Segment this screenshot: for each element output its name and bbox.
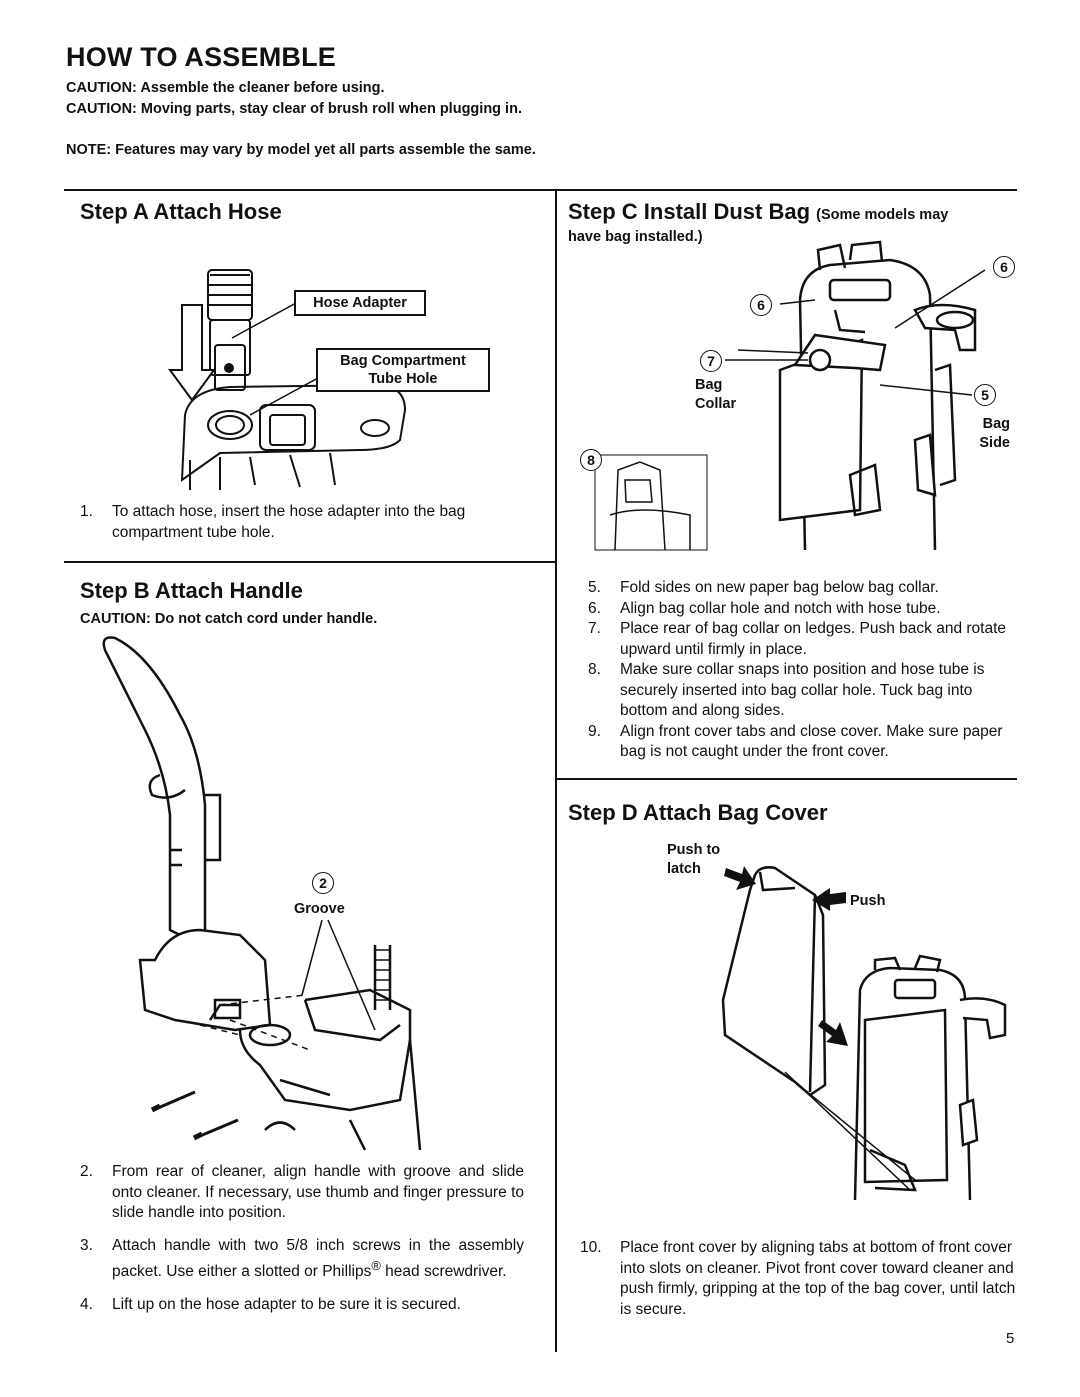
- step-c-d-divider: [556, 778, 1017, 780]
- callout-6: 6: [750, 294, 772, 316]
- instruction-item: 10. Place front cover by aligning tabs at…: [580, 1238, 1020, 1320]
- instruction-text: Place rear of bag collar on ledges. Push…: [620, 620, 1007, 658]
- instruction-item: 9. Align front cover tabs and close cover…: [588, 722, 1020, 763]
- handle-attach-illustration: [102, 636, 422, 1151]
- latch-text: latch: [667, 861, 701, 877]
- caution-assemble: CAUTION: Assemble the cleaner before usi…: [66, 80, 385, 96]
- groove-label: Groove: [294, 901, 345, 917]
- instruction-item: 8. Make sure collar snaps into position a…: [588, 660, 1020, 722]
- instruction-item: 2. From rear of cleaner, align handle wit…: [80, 1162, 524, 1224]
- registered-mark: ®: [371, 1258, 381, 1273]
- callout-6-top: 6: [993, 256, 1015, 278]
- header-divider: [64, 189, 1017, 191]
- pivot-arrow-icon: [818, 1020, 848, 1046]
- step-d-heading: Step D Attach Bag Cover: [568, 800, 828, 825]
- instruction-text-end: head screwdriver.: [380, 1263, 507, 1281]
- step-c-note-2: have bag installed.): [568, 229, 703, 245]
- instruction-number: 4.: [80, 1295, 93, 1313]
- instruction-item: 1. To attach hose, insert the hose adapte…: [80, 502, 530, 543]
- callout-2: 2: [312, 872, 334, 894]
- bag-compartment-tube-hole-label: Bag Compartment Tube Hole: [316, 348, 490, 392]
- instruction-number: 3.: [80, 1236, 93, 1254]
- hose-adapter-label: Hose Adapter: [294, 290, 426, 316]
- instruction-number: 1.: [80, 503, 93, 520]
- dust-bag-illustration: [594, 240, 977, 551]
- bag-collar-word-2: Collar: [695, 396, 737, 412]
- instruction-text: Place front cover by aligning tabs at bo…: [620, 1239, 1016, 1318]
- instruction-text: Align front cover tabs and close cover. …: [620, 722, 1003, 761]
- instruction-text: Make sure collar snaps into position and…: [620, 661, 985, 719]
- push-arrow-icon: [812, 888, 846, 911]
- push-to-latch-arrow-icon: [724, 866, 756, 890]
- instruction-text: From rear of cleaner, align handle with …: [112, 1163, 524, 1221]
- instruction-item: 5. Fold sides on new paper bag below bag …: [588, 578, 1020, 599]
- tube-hole-text: Tube Hole: [368, 371, 438, 387]
- instruction-item: 6. Align bag collar hole and notch with h…: [588, 599, 1020, 620]
- bag-compartment-text: Bag Compartment: [340, 353, 466, 369]
- instruction-number: 5.: [588, 579, 601, 596]
- push-label: Push: [850, 893, 886, 909]
- push-to-text: Push to: [667, 842, 721, 858]
- instruction-text: Fold sides on new paper bag below bag co…: [620, 579, 939, 596]
- callout-7: 7: [700, 350, 722, 372]
- page-number: 5: [1006, 1330, 1015, 1347]
- column-divider: [555, 189, 557, 1352]
- instruction-number: 7.: [588, 620, 601, 637]
- step-c-heading: Step C Install Dust Bag (Some models may: [568, 199, 948, 225]
- instruction-number: 9.: [588, 722, 601, 740]
- instruction-number: 8.: [588, 661, 601, 678]
- instruction-text: To attach hose, insert the hose adapter …: [112, 503, 466, 541]
- step-b-heading: Step B Attach Handle: [80, 578, 303, 603]
- step-c-title: Step C Install Dust Bag: [568, 199, 811, 224]
- instruction-text: Attach handle with two 5/8 inch screws i…: [112, 1236, 524, 1281]
- step-c-note: (Some models may: [816, 207, 949, 223]
- step-b-instructions: 2. From rear of cleaner, align handle wit…: [80, 1162, 524, 1315]
- step-b-caution: CAUTION: Do not catch cord under handle.: [80, 611, 378, 627]
- instruction-number: 2.: [80, 1163, 93, 1180]
- callout-8: 8: [580, 449, 602, 471]
- hose-attach-illustration: [168, 269, 407, 490]
- caution-moving-parts: CAUTION: Moving parts, stay clear of bru…: [66, 101, 522, 117]
- callout-5: 5: [974, 384, 996, 406]
- step-d-instructions: 10. Place front cover by aligning tabs at…: [580, 1238, 1020, 1320]
- instruction-text: Align bag collar hole and notch with hos…: [620, 599, 941, 617]
- instruction-number: 6.: [588, 599, 601, 617]
- instruction-text: Lift up on the hose adapter to be sure i…: [112, 1295, 461, 1313]
- instruction-item: 7. Place rear of bag collar on ledges. Pu…: [588, 619, 1020, 660]
- step-a-b-divider: [64, 561, 556, 563]
- bag-side-word-2: Side: [979, 435, 1010, 451]
- instruction-number: 10.: [580, 1239, 602, 1256]
- bag-side-word-1: Bag: [982, 416, 1010, 432]
- bag-cover-illustration: [721, 866, 1007, 1201]
- step-c-instructions: 5. Fold sides on new paper bag below bag …: [588, 578, 1020, 763]
- push-to-latch-label: Push to latch: [667, 841, 720, 879]
- instruction-item: 3. Attach handle with two 5/8 inch screws…: [80, 1236, 524, 1283]
- step-a-heading: Step A Attach Hose: [80, 199, 282, 224]
- step-a-instructions: 1. To attach hose, insert the hose adapte…: [80, 502, 530, 543]
- bag-collar-word-1: Bag: [695, 377, 723, 393]
- features-note: NOTE: Features may vary by model yet all…: [66, 142, 536, 158]
- instruction-item: 4. Lift up on the hose adapter to be sure…: [80, 1295, 524, 1316]
- page-title: HOW TO ASSEMBLE: [66, 42, 337, 72]
